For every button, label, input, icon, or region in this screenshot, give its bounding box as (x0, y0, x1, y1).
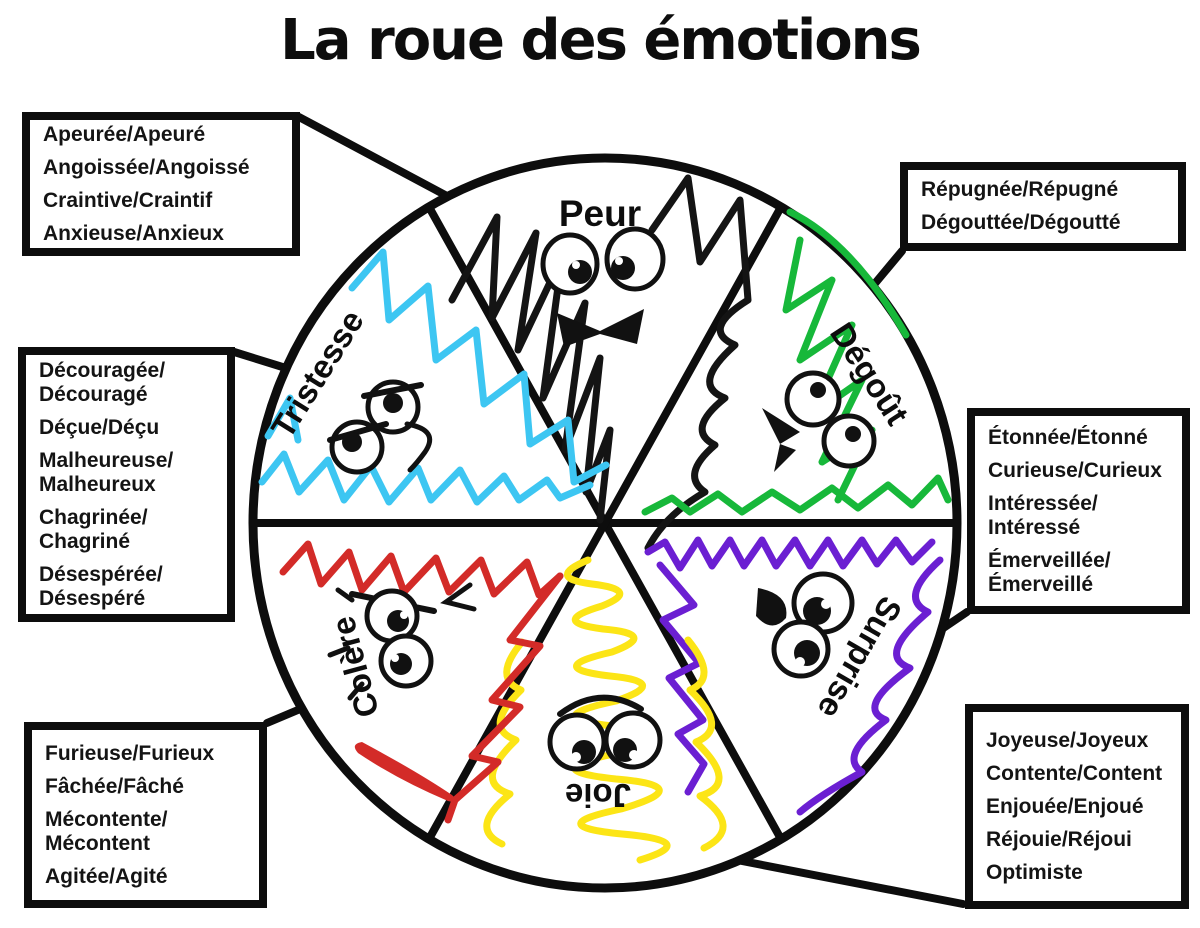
surprise-scribble-top (644, 536, 936, 572)
synonym-line: Intéressé (988, 515, 1081, 539)
degout-scribble-bottom (641, 474, 952, 516)
tristesse-scribble-diag (348, 248, 610, 486)
connector-degout-box (868, 247, 906, 291)
joie-face (547, 694, 663, 772)
synonym-line: Mécontent (45, 831, 150, 855)
colere-anger-spark (327, 582, 477, 701)
peur-scribble (448, 213, 614, 524)
surprise-scribble-left (656, 561, 708, 796)
joie-left-glint (571, 752, 581, 762)
synonym-line: Curieuse/Curieux (988, 458, 1162, 482)
synonym-line: Chagrinée/ (39, 505, 148, 529)
divider-diagonal-2 (425, 203, 785, 843)
tristesse-face (327, 379, 432, 475)
sector-joie: Joie (483, 556, 727, 864)
degout-tongue (762, 408, 800, 472)
synonym-line: Contente/Content (986, 761, 1163, 785)
connector-joie-box (738, 857, 967, 908)
synonym-line: Étonnée/Étonné (988, 425, 1148, 449)
synonym-line: Intéressée/ (988, 491, 1098, 515)
synonym-line: Fâchée/Fâché (45, 774, 184, 798)
synonym-line: Anxieuse/Anxieux (43, 221, 224, 245)
peur-right-pupil (611, 256, 635, 280)
joie-right-glint (629, 750, 639, 760)
synonym-line: Enjouée/Enjoué (986, 794, 1144, 818)
synonym-line: Malheureuse/ (39, 448, 174, 472)
colere-scribble-side (444, 572, 564, 824)
synonym-line: Joyeuse/Joyeux (986, 728, 1149, 752)
surprise-upper-glint (821, 599, 831, 609)
sector-peur: Peur (448, 174, 752, 552)
synonym-line: Furieuse/Furieux (45, 741, 215, 765)
synonym-line: Découragé (39, 382, 148, 406)
joie-scribble-main (564, 556, 671, 864)
synonym-line: Angoissée/Angoissé (43, 155, 250, 179)
synonym-line: Dégouttée/Dégoutté (921, 211, 1121, 234)
connector-tristesse-box (227, 347, 293, 373)
callout-connectors (227, 113, 971, 908)
synonym-line: Optimiste (986, 860, 1083, 884)
peur-label: Peur (559, 193, 641, 234)
surprise-mouth (756, 588, 787, 626)
synonym-line: Désespérée/ (39, 562, 163, 586)
joie-brow (557, 694, 644, 717)
tristesse-lower-pupil (342, 432, 362, 452)
joie-scribble-right (684, 636, 727, 852)
degout-upper-pupil (810, 382, 826, 398)
peur-left-pupil (568, 260, 592, 284)
tristesse-upper-pupil (383, 393, 403, 413)
tristesse-scribble-left (264, 394, 302, 444)
peur-face (540, 226, 666, 347)
degout-upper-eye (784, 370, 842, 428)
page-title: La roue des émotions (280, 8, 922, 73)
callout-colere-synonyms: Furieuse/Furieux Fâchée/Fâché Mécontente… (24, 722, 267, 908)
synonym-line: Émerveillée/ (988, 548, 1111, 572)
connector-peur-box (295, 113, 451, 200)
peur-right-glint (615, 257, 623, 265)
callout-surprise-synonyms: Étonnée/Étonné Curieuse/Curieux Intéress… (967, 408, 1190, 614)
colere-scribble-top (279, 540, 564, 599)
callout-degout-synonyms: Répugnée/Répugné Dégouttée/Dégoutté (900, 162, 1186, 251)
synonym-line: Chagriné (39, 529, 131, 553)
colere-lower-glint (391, 654, 399, 662)
sector-dividers (249, 203, 961, 843)
tristesse-upper-lid (361, 382, 424, 399)
synonym-line: Apeurée/Apeuré (43, 122, 206, 146)
synonym-line: Mécontente/ (45, 807, 168, 831)
synonym-line: Découragée/ (39, 358, 166, 382)
synonym-line: Malheureux (39, 472, 156, 496)
colere-mouth-slash (354, 742, 457, 802)
surprise-scribble-right (796, 556, 944, 816)
tristesse-scribble-bottom (258, 450, 594, 506)
degout-face (762, 370, 877, 472)
degout-lower-pupil (845, 426, 861, 442)
colere-upper-glint (400, 611, 408, 619)
synonym-line: Répugnée/Répugné (921, 178, 1119, 201)
tristesse-lower-lid (327, 421, 389, 443)
synonym-line: Craintive/Craintif (43, 188, 213, 212)
callout-joie-synonyms: Joyeuse/Joyeux Contente/Content Enjouée/… (965, 704, 1189, 909)
synonym-line: Émerveillé (988, 572, 1094, 596)
colere-face (327, 582, 477, 701)
degout-scribble-arc (786, 208, 910, 339)
surprise-lower-glint (795, 657, 805, 667)
surprise-face (756, 571, 855, 679)
synonym-line: Désespéré (39, 586, 146, 610)
synonym-line: Déçue/Déçu (39, 415, 160, 439)
tristesse-mouth (404, 421, 432, 473)
degout-lower-eye (821, 413, 877, 469)
peur-scribble-right (644, 174, 752, 552)
callout-tristesse-synonyms: Découragée/ Découragé Déçue/Déçu Malheur… (18, 347, 235, 622)
peur-mouth (557, 309, 644, 347)
peur-left-glint (572, 261, 580, 269)
synonym-line: Réjouie/Réjoui (986, 827, 1132, 851)
callout-peur-synonyms: Apeurée/Apeuré Angoissée/Angoissé Craint… (22, 112, 300, 256)
joie-label: Joie (565, 777, 631, 814)
synonym-line: Agitée/Agité (45, 864, 168, 888)
